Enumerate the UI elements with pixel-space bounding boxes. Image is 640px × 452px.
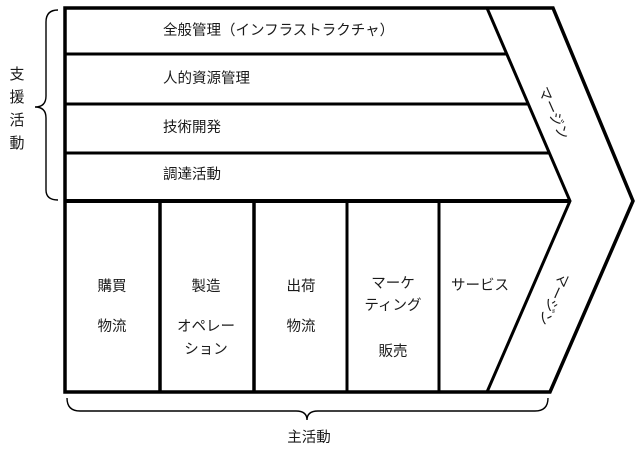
support-row-procurement: 調達活動 [163,167,221,183]
primary-inbound-line1: 購買 [97,279,127,295]
primary-operations-line3: ション [184,342,228,358]
support-label-char: 活 [9,111,25,129]
primary-operations-line1: 製造 [191,279,221,295]
primary-outbound-line1: 出荷 [286,279,316,295]
support-label-char: 支 [9,65,25,83]
support-label-char: 援 [9,88,25,106]
value-chain-outline [63,6,635,394]
primary-marketing-line1: マーケ [371,276,415,292]
support-activities-label: 支 援 活 動 [7,63,27,155]
primary-marketing-line3: 販売 [378,344,408,360]
primary-service: サービス [451,278,509,294]
support-row-infrastructure: 全般管理（インフラストラクチャ） [163,23,395,39]
primary-operations-line2: オペレー [177,319,235,335]
primary-marketing-line2: ティング [364,298,422,314]
support-row-technology-development: 技術開発 [163,120,221,136]
primary-inbound-line2: 物流 [97,319,127,335]
support-brace [34,9,59,201]
primary-outbound-line2: 物流 [286,319,316,335]
support-row-hr-management: 人的資源管理 [163,71,250,87]
primary-brace [66,397,549,421]
support-label-char: 動 [9,134,25,152]
primary-activities-label: 主活動 [287,430,331,446]
